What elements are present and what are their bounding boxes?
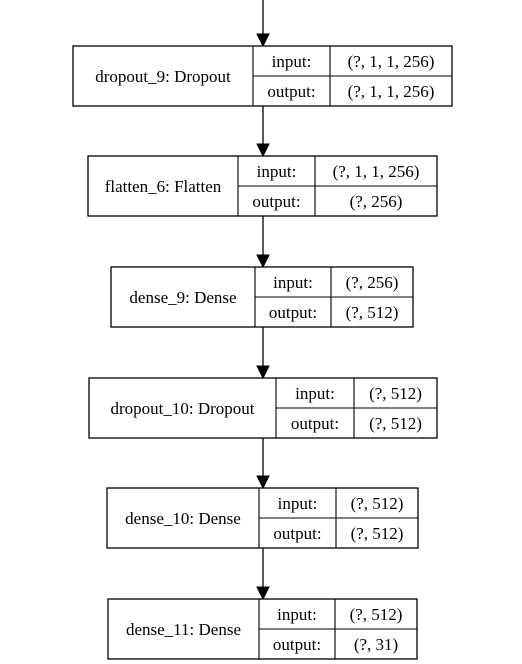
layer-name: dense_11: Dense bbox=[126, 620, 241, 639]
input-label: input: bbox=[273, 273, 313, 292]
layer-name: dense_9: Dense bbox=[129, 288, 236, 307]
input-shape: (?, 512) bbox=[351, 494, 404, 513]
arrow-head bbox=[256, 254, 270, 269]
arrow-head bbox=[256, 586, 270, 601]
output-label: output: bbox=[273, 635, 321, 654]
input-shape: (?, 512) bbox=[369, 384, 422, 403]
input-shape: (?, 256) bbox=[346, 273, 399, 292]
arrow-head bbox=[256, 33, 270, 48]
input-label: input: bbox=[295, 384, 335, 403]
arrow-head bbox=[256, 143, 270, 158]
output-shape: (?, 512) bbox=[351, 524, 404, 543]
output-shape: (?, 512) bbox=[346, 303, 399, 322]
output-label: output: bbox=[269, 303, 317, 322]
output-label: output: bbox=[291, 414, 339, 433]
input-shape: (?, 1, 1, 256) bbox=[333, 162, 420, 181]
layer-name: dropout_9: Dropout bbox=[95, 67, 231, 86]
output-shape: (?, 256) bbox=[350, 192, 403, 211]
layer-name: flatten_6: Flatten bbox=[105, 177, 222, 196]
input-shape: (?, 512) bbox=[350, 605, 403, 624]
input-shape: (?, 1, 1, 256) bbox=[348, 52, 435, 71]
input-label: input: bbox=[272, 52, 312, 71]
output-label: output: bbox=[273, 524, 321, 543]
layer-name: dense_10: Dense bbox=[125, 509, 241, 528]
output-label: output: bbox=[267, 82, 315, 101]
input-label: input: bbox=[257, 162, 297, 181]
output-shape: (?, 512) bbox=[369, 414, 422, 433]
input-label: input: bbox=[277, 605, 317, 624]
input-label: input: bbox=[278, 494, 318, 513]
layer-name: dropout_10: Dropout bbox=[110, 399, 254, 418]
arrow-head bbox=[256, 475, 270, 490]
arrow-head bbox=[256, 365, 270, 380]
output-label: output: bbox=[252, 192, 300, 211]
output-shape: (?, 31) bbox=[354, 635, 398, 654]
output-shape: (?, 1, 1, 256) bbox=[348, 82, 435, 101]
